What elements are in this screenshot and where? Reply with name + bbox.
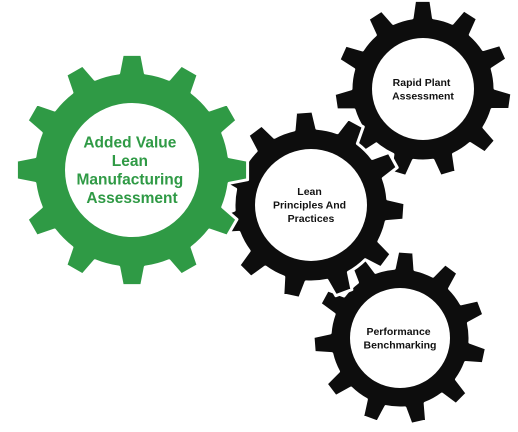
gear-performance-line-2: Benchmarking [364, 339, 437, 351]
gear-rapid-plant-line-1: Rapid Plant [393, 77, 451, 89]
gear-performance-line-1: Performance [366, 326, 430, 338]
gear-added-value-center [65, 103, 199, 237]
gear-performance: Performance Benchmarking [311, 249, 488, 426]
gear-rapid-plant-label: Rapid Plant Assessment [392, 77, 454, 103]
gear-performance-center [350, 288, 450, 388]
gear-lean-principles: Lean Principles And Practices [216, 109, 407, 300]
gear-lean-principles-center [255, 149, 367, 261]
gear-added-value-label: Added Value Lean Manufacturing Assessmen… [76, 135, 187, 208]
gear-added-value-line-3: Manufacturing [76, 172, 183, 189]
gear-added-value-line-2: Lean [112, 153, 148, 170]
gear-lean-principles-line-1: Lean [297, 186, 322, 198]
gear-rapid-plant-line-2: Assessment [392, 90, 454, 102]
gear-lean-principles-line-2: Principles And [273, 200, 346, 212]
gear-rapid-plant: Rapid Plant Assessment [332, 0, 514, 178]
gear-rapid-plant-center [372, 38, 474, 140]
gear-performance-label: Performance Benchmarking [364, 326, 437, 352]
gear-added-value-line-4: Assessment [86, 190, 177, 207]
gear-lean-principles-line-3: Practices [288, 213, 335, 225]
gear-lean-principles-label: Lean Principles And Practices [273, 186, 349, 225]
gear-added-value: Added Value Lean Manufacturing Assessmen… [14, 52, 250, 288]
gear-added-value-line-1: Added Value [83, 135, 176, 152]
